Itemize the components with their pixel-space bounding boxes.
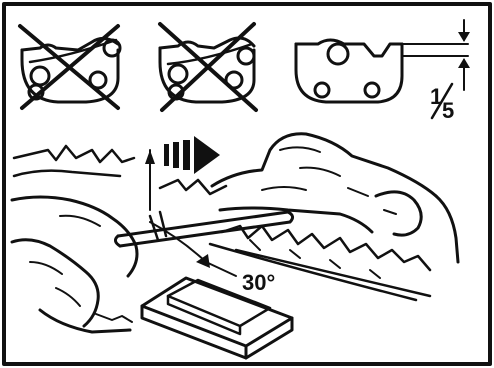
- hand-icon: [212, 134, 458, 262]
- incorrect-example-1: [20, 26, 120, 108]
- depth-ratio-label: 1 5: [430, 84, 454, 123]
- depth-ratio-denominator: 5: [442, 98, 454, 123]
- incorrect-example-2: [160, 24, 256, 110]
- correct-example: 1 5: [296, 20, 470, 123]
- hand-icon: [12, 197, 137, 332]
- file-tool-icon: [115, 212, 292, 246]
- arrow-right-icon: [164, 136, 220, 174]
- chain-icon: [14, 146, 430, 300]
- angle-guide: [145, 150, 236, 276]
- angle-label: 30°: [242, 270, 275, 295]
